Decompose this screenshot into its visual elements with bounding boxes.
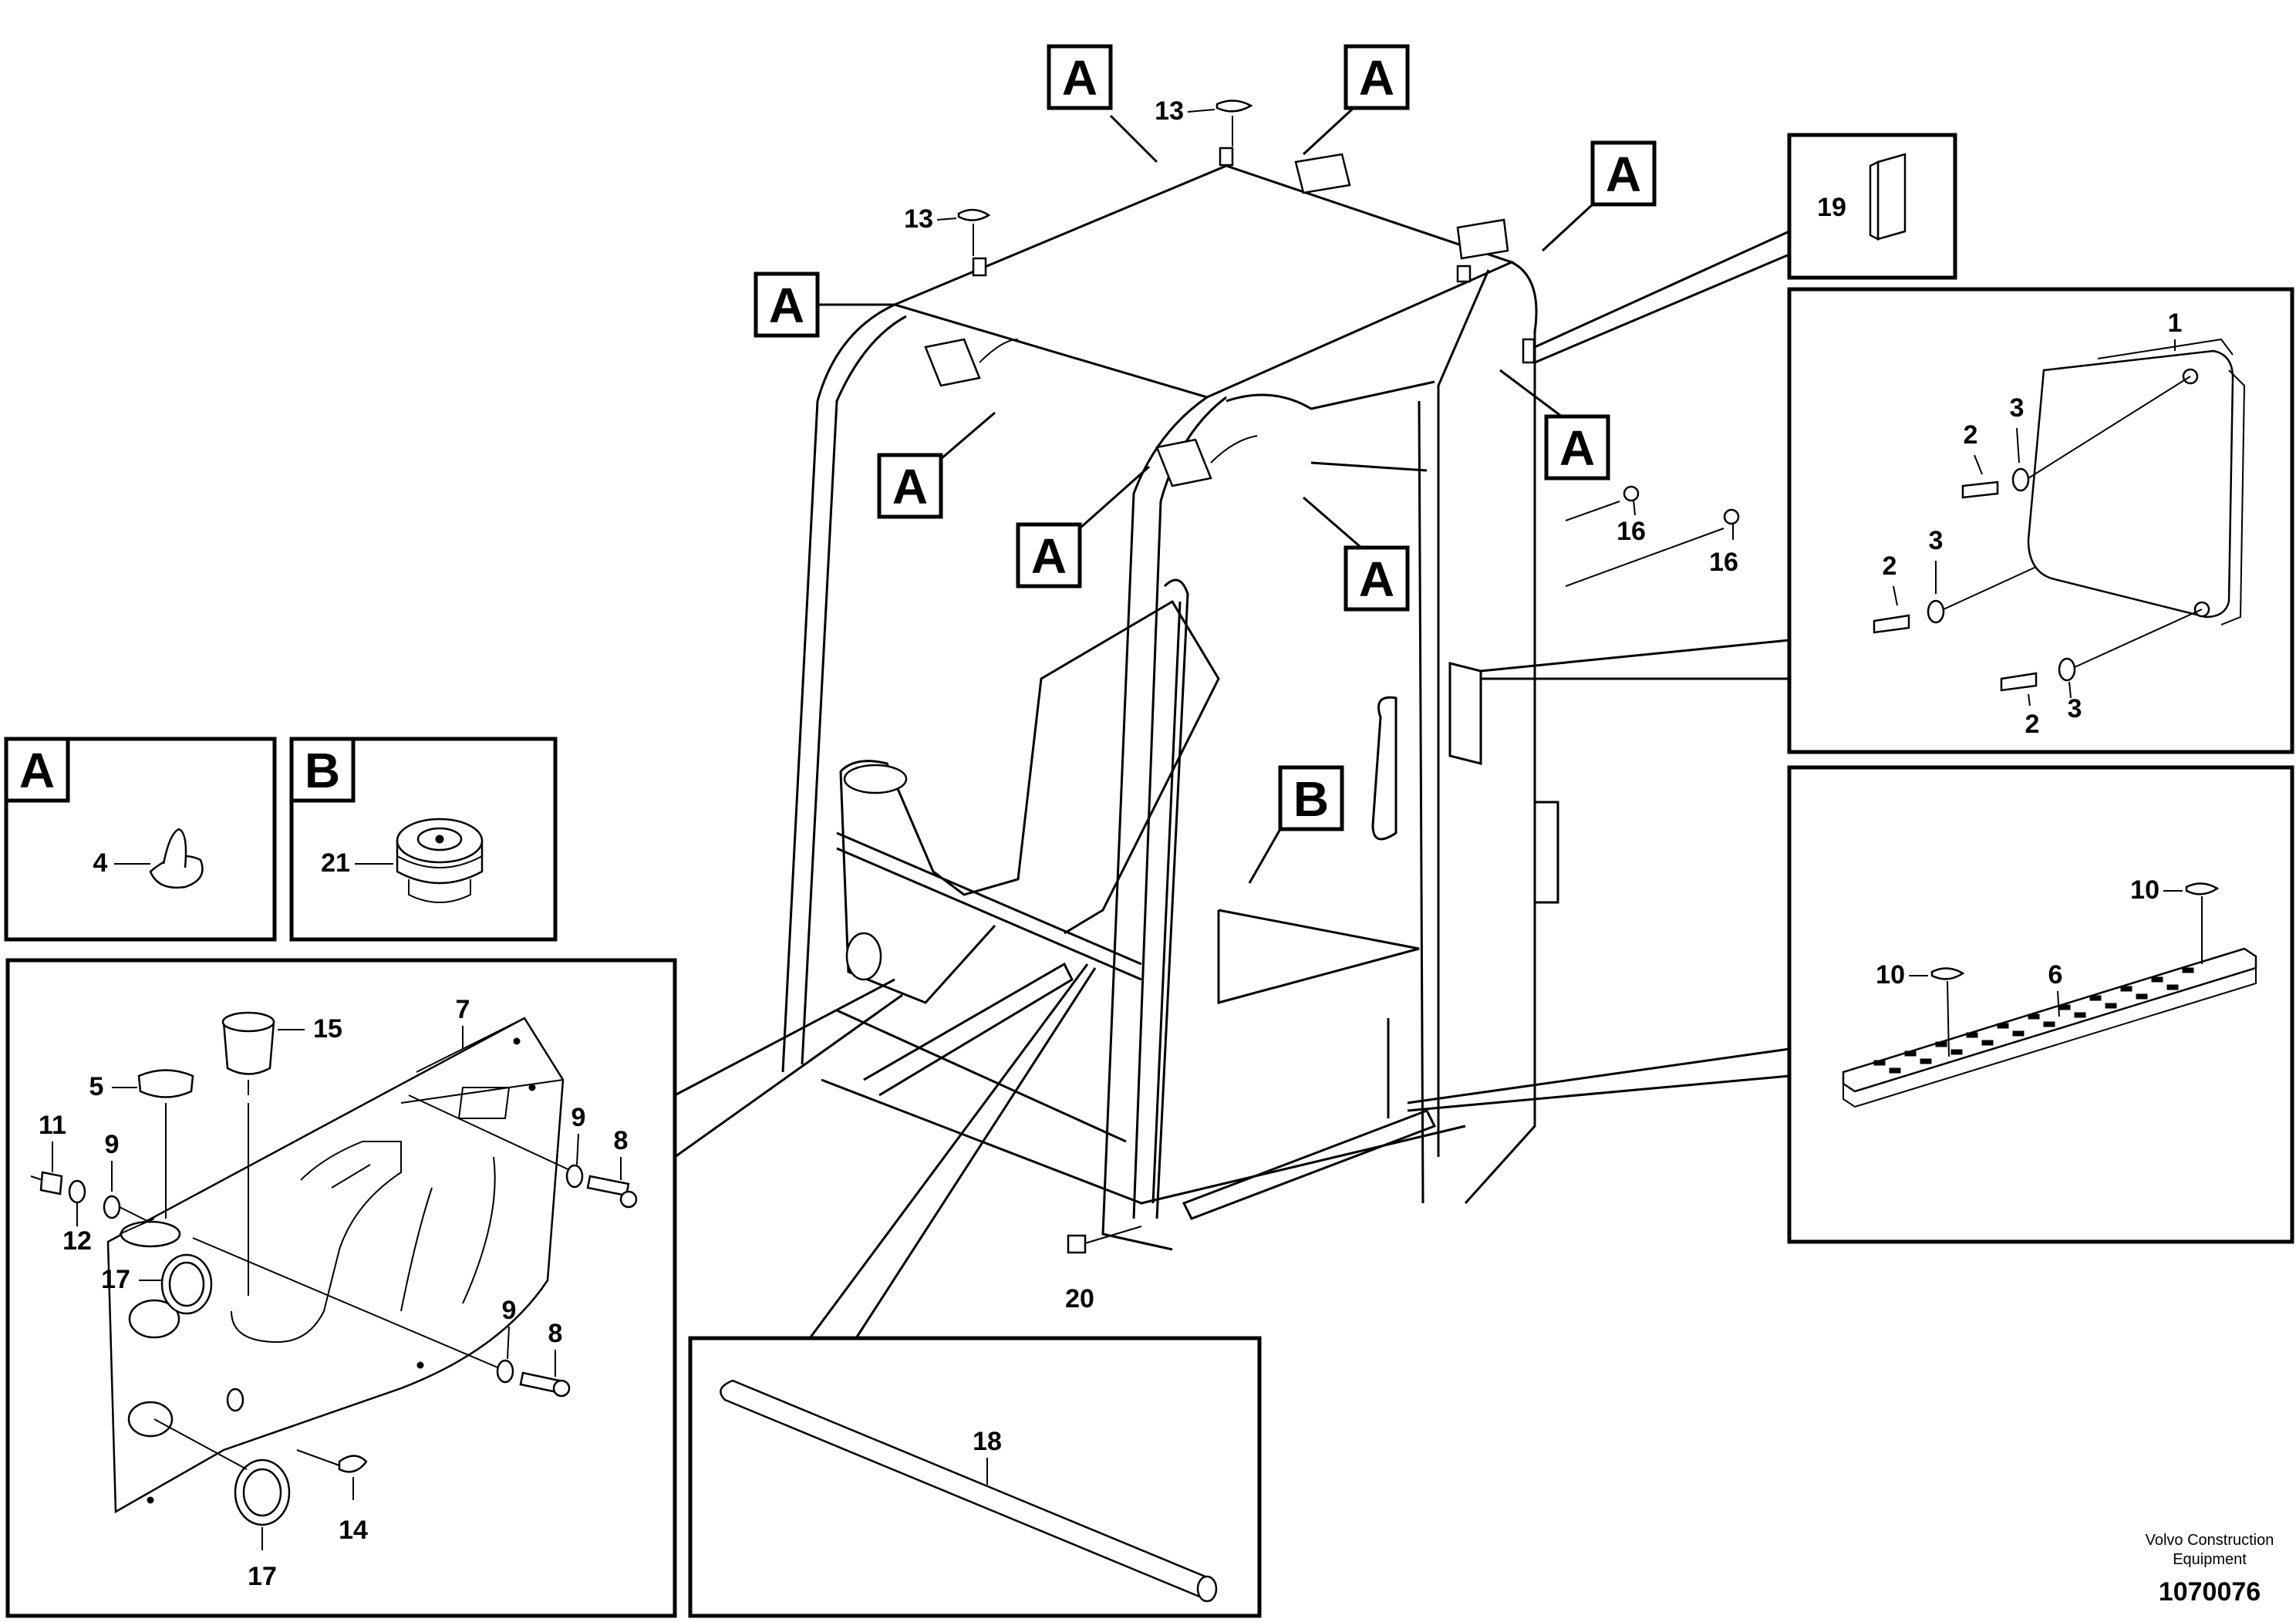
- washer-icon: [1927, 599, 1945, 624]
- svg-text:A: A: [1031, 528, 1067, 584]
- washer-icon: [496, 1359, 514, 1384]
- label-10: 10: [2130, 875, 2159, 905]
- callout-a: A: [1302, 44, 1410, 156]
- label-1: 1: [2168, 309, 2183, 338]
- inset-a: A 4: [4, 737, 277, 942]
- label-20: 20: [1065, 1284, 1094, 1313]
- screw-icon: [1930, 967, 1965, 980]
- label-2: 2: [2025, 710, 2040, 739]
- label-2: 2: [1964, 420, 1978, 450]
- label-17: 17: [101, 1265, 130, 1294]
- screw-icon: [1623, 485, 1640, 502]
- bolt-icon: [1873, 614, 1910, 634]
- label-2: 2: [1883, 551, 1897, 581]
- callout-a: A: [1303, 496, 1410, 612]
- svg-text:A: A: [1606, 147, 1641, 202]
- hole-icon: [127, 1401, 174, 1438]
- callout-a: A: [1541, 140, 1657, 252]
- svg-text:A: A: [769, 278, 804, 333]
- label-6: 6: [2048, 960, 2063, 990]
- svg-text:A: A: [1062, 50, 1097, 106]
- cover-panel: [2027, 349, 2234, 619]
- screw-icon: [2185, 882, 2220, 895]
- svg-text:A: A: [1559, 420, 1595, 476]
- label-3: 3: [1929, 526, 1944, 555]
- brand-line-1: Volvo Construction: [2146, 1532, 2274, 1549]
- cap-icon: [137, 1069, 194, 1098]
- callout-a: A: [877, 411, 996, 519]
- label-5: 5: [89, 1072, 104, 1101]
- mount-block-icon: [1876, 153, 1907, 241]
- label-12: 12: [62, 1226, 92, 1256]
- label-8: 8: [614, 1126, 629, 1155]
- label-11: 11: [39, 1111, 66, 1140]
- callout-a-group: A A A A A A A: [754, 44, 1657, 884]
- cup-icon: [222, 1020, 275, 1075]
- label-9: 9: [105, 1130, 120, 1159]
- cab-labels: 13 13 16 16 20: [904, 96, 1740, 1313]
- label-4: 4: [93, 848, 108, 878]
- callout-b: B: [1248, 765, 1344, 884]
- svg-text:A: A: [1359, 50, 1394, 106]
- washer-icon: [103, 1195, 121, 1219]
- label-10: 10: [1876, 960, 1905, 990]
- label-3: 3: [2068, 694, 2082, 723]
- screw-icon: [338, 1455, 368, 1473]
- footer: Volvo Construction Equipment 1070076: [2146, 1532, 2274, 1607]
- inset-b-letter: B: [305, 743, 340, 798]
- label-13-left: 13: [904, 204, 933, 234]
- label-13-top: 13: [1155, 96, 1184, 126]
- label-3: 3: [2010, 393, 2025, 423]
- washer-icon: [2011, 467, 2030, 492]
- inset-a-letter: A: [19, 743, 55, 798]
- washer-icon: [565, 1164, 584, 1189]
- clip-icon: [1067, 1234, 1087, 1254]
- inset-bar: 18: [688, 963, 1262, 1618]
- svg-text:B: B: [1293, 771, 1329, 827]
- step-holes: [1873, 967, 2194, 1074]
- plug-icon: [957, 208, 991, 221]
- inset-console: 7 15 5 11 12 9 9 8: [5, 958, 903, 1618]
- screw-icon: [1723, 508, 1740, 525]
- label-18: 18: [973, 1427, 1002, 1456]
- label-9: 9: [502, 1296, 517, 1325]
- label-9: 9: [571, 1103, 586, 1132]
- inset-b: B 21: [289, 737, 558, 942]
- plug-icon: [1215, 99, 1253, 113]
- inset-step: 6 10 10: [1407, 765, 2294, 1244]
- bolt-icon: [1961, 481, 1999, 499]
- label-21: 21: [321, 848, 350, 878]
- callout-a: A: [1499, 369, 1610, 481]
- washer-icon: [2058, 657, 2076, 682]
- callout-a: A: [1016, 465, 1150, 588]
- hole-icon: [128, 1299, 180, 1339]
- drawing-number: 1070076: [2159, 1577, 2261, 1607]
- callout-a: A: [1047, 44, 1158, 164]
- brand-line-2: Equipment: [2173, 1551, 2247, 1568]
- callout-a: A: [754, 271, 895, 338]
- label-19: 19: [1817, 193, 1846, 222]
- bolt-icon: [2000, 672, 2038, 692]
- inset-cover: 1 2 3 2 3 2 3: [1480, 287, 2294, 754]
- washer-icon: [68, 1179, 86, 1204]
- label-15: 15: [313, 1014, 342, 1044]
- label-14: 14: [339, 1516, 368, 1545]
- svg-text:A: A: [1359, 551, 1394, 607]
- inset-19: 19: [1534, 133, 1957, 364]
- label-8: 8: [548, 1319, 563, 1348]
- label-17: 17: [248, 1562, 277, 1591]
- label-7: 7: [456, 995, 470, 1024]
- nut-icon: [39, 1171, 63, 1195]
- cab-frame: [781, 147, 1559, 1251]
- label-16-b: 16: [1709, 548, 1738, 577]
- svg-text:A: A: [892, 459, 928, 514]
- label-16-a: 16: [1617, 517, 1646, 546]
